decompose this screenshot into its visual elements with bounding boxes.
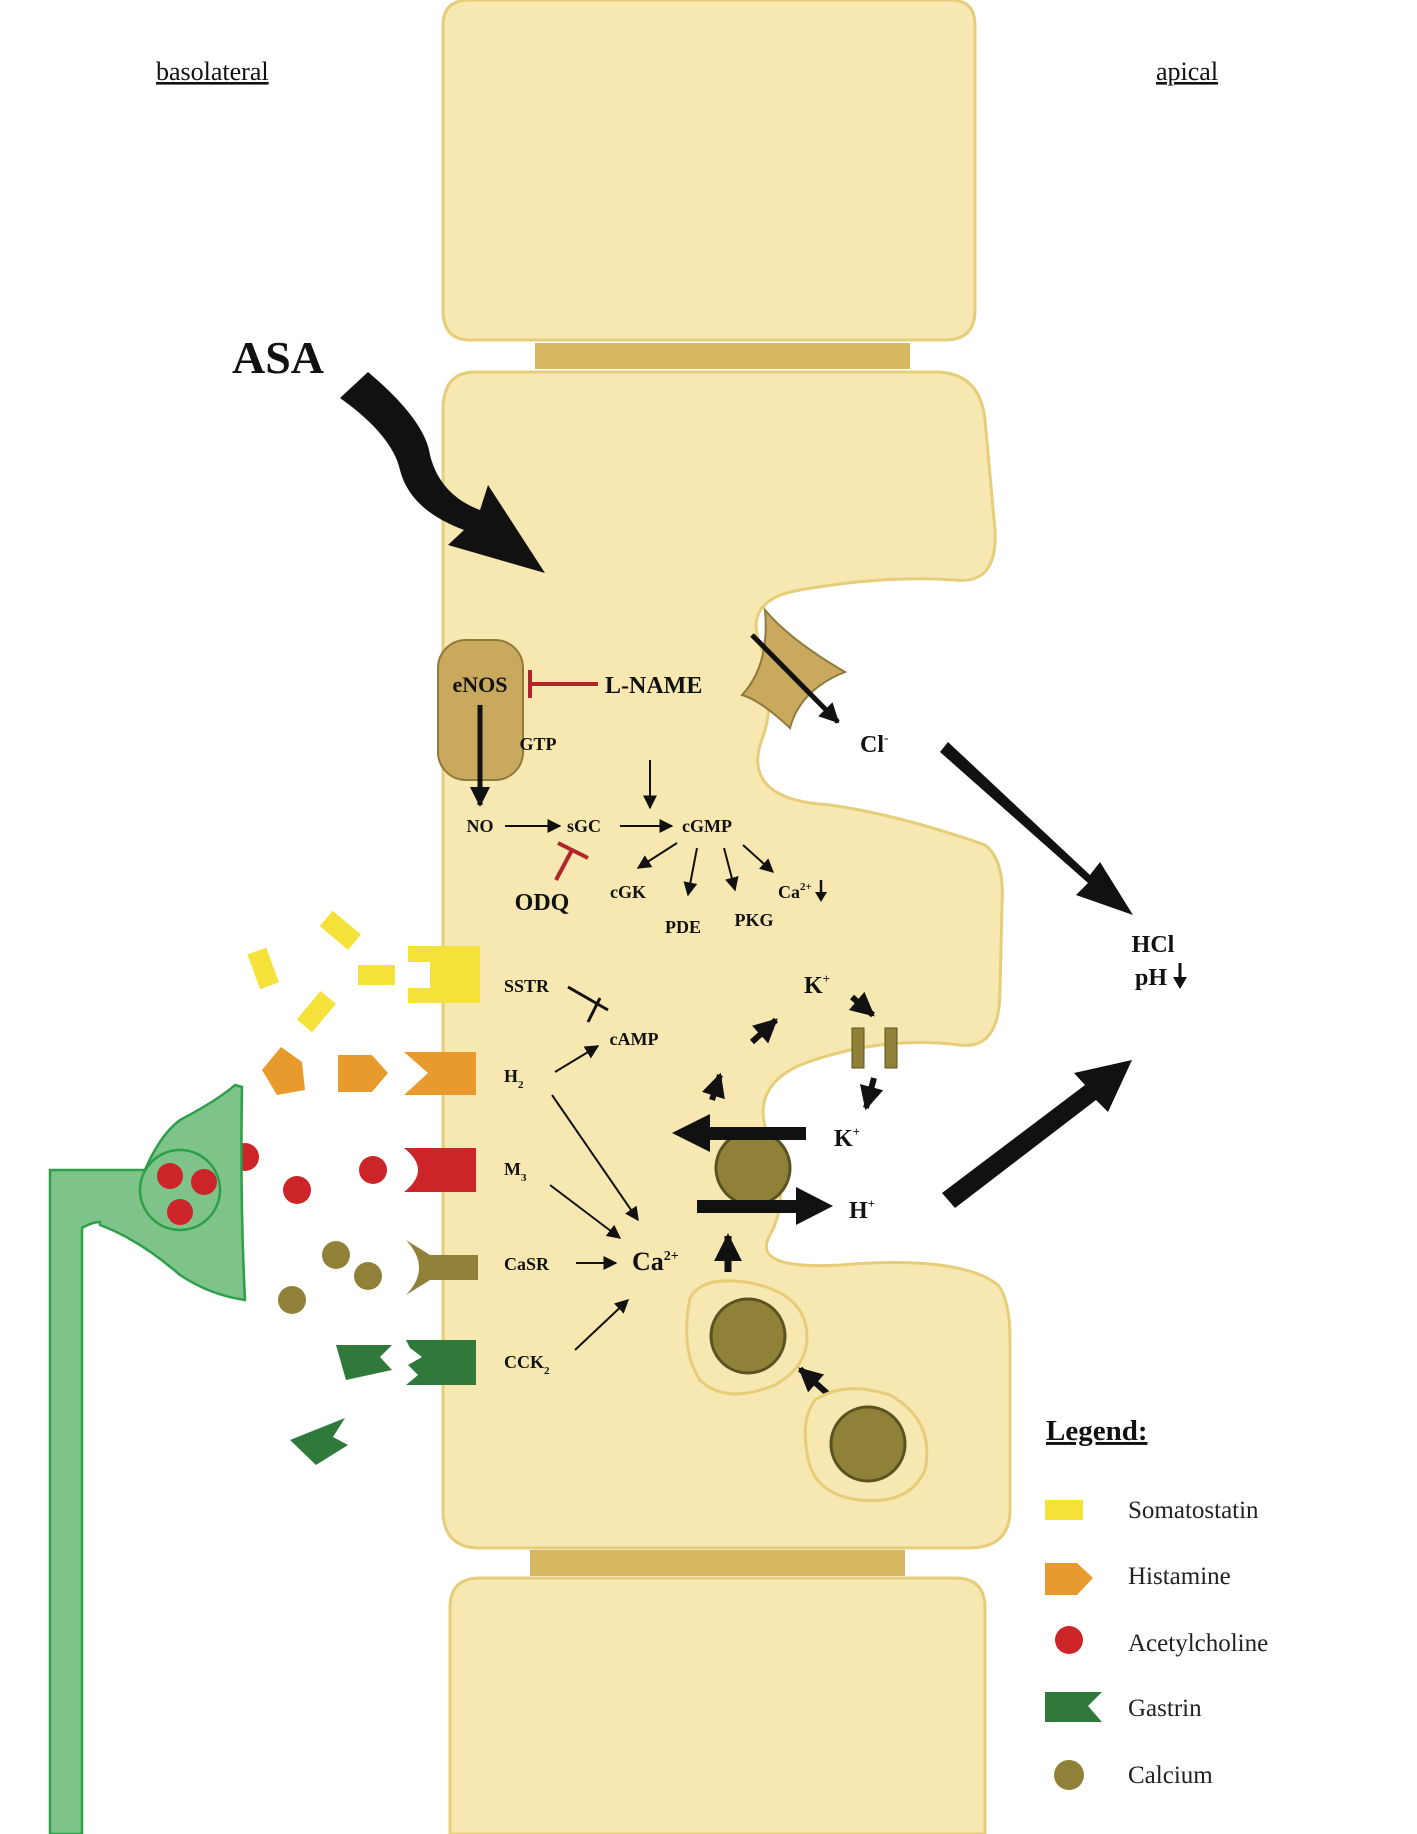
- basolateral-label: basolateral: [156, 57, 269, 86]
- apical-label: apical: [1156, 57, 1218, 86]
- legend-gastrin-label: Gastrin: [1128, 1695, 1202, 1722]
- enos-label: eNOS: [453, 672, 508, 697]
- cck2-to-ca-arrow: [574, 1299, 630, 1351]
- cgmp-to-pde-arrow: [683, 847, 698, 897]
- vesicle-pump-lower: [829, 1405, 907, 1483]
- asa-arrow: [340, 372, 545, 573]
- acetylcholine-in-vesicle: [191, 1169, 217, 1195]
- k-in-label: K+: [834, 1124, 860, 1152]
- acetylcholine-ligand: [283, 1176, 311, 1204]
- lname-label: L-NAME: [605, 673, 702, 699]
- odq-inhibit-line: [554, 849, 574, 881]
- casr-label: CaSR: [504, 1254, 550, 1274]
- gastrin-ligand: [336, 1345, 392, 1380]
- acetylcholine-in-vesicle: [157, 1163, 183, 1189]
- pde-label: PDE: [665, 917, 701, 937]
- pkg-label: PKG: [735, 910, 774, 930]
- h-out-label: H+: [849, 1196, 875, 1224]
- h2-label: H2: [504, 1066, 524, 1091]
- somatostatin-receptor: [408, 946, 480, 1003]
- lower-cell: [448, 1576, 987, 1834]
- sstr-inhibit-bar: [586, 997, 602, 1023]
- cl-to-hcl-arrow: [940, 742, 1133, 915]
- ph-label: pH: [1135, 965, 1167, 991]
- legend-gastrin-swatch: [1045, 1692, 1102, 1722]
- ca-decrease-label: Ca2+: [778, 881, 812, 902]
- ca-decrease-down-arrow-icon: [815, 880, 827, 902]
- legend-somatostatin-label: Somatostatin: [1128, 1497, 1259, 1524]
- legend-histamine-label: Histamine: [1128, 1563, 1231, 1590]
- legend-acetylcholine-label: Acetylcholine: [1128, 1630, 1268, 1657]
- k-recycle-arrow-3: [848, 991, 875, 1018]
- somatostatin-ligand: [247, 947, 279, 990]
- legend-title: Legend:: [1046, 1415, 1148, 1447]
- legend-acetylcholine-swatch: [1055, 1626, 1083, 1654]
- neuron: [48, 1083, 247, 1834]
- odq-inhibit-bar: [557, 841, 589, 860]
- calcium-ligand: [354, 1262, 382, 1290]
- cl-channel: [740, 606, 848, 730]
- m3-label: M3: [504, 1159, 527, 1184]
- no-label: NO: [467, 816, 494, 836]
- sstr-inhibit-line: [567, 985, 609, 1012]
- k-uptake-arrow: [672, 1114, 806, 1152]
- k-recycle-arrow-4: [859, 1077, 884, 1111]
- upper-junction: [535, 343, 910, 369]
- somatostatin-ligand: [296, 991, 336, 1033]
- acetylcholine-in-vesicle: [167, 1199, 193, 1225]
- h2-to-camp-arrow: [554, 1045, 600, 1073]
- cgmp-to-ca-arrow: [742, 844, 775, 873]
- cl-efflux-arrow: [750, 633, 840, 724]
- vesicle-fusion-arrow: [797, 1366, 832, 1398]
- legend-somatostatin-swatch: [1045, 1500, 1083, 1520]
- cgk-label: cGK: [610, 882, 646, 902]
- histamine-ligand: [338, 1055, 388, 1092]
- hcl-label: HCl: [1132, 932, 1175, 958]
- sstr-label: SSTR: [504, 976, 550, 996]
- histamine-ligand: [262, 1047, 305, 1095]
- gastrin-ligand: [290, 1418, 348, 1465]
- legend-calcium-swatch: [1054, 1760, 1084, 1790]
- calcium-ligand: [278, 1286, 306, 1314]
- calcium-ligand: [322, 1241, 350, 1269]
- m3-receptor: [404, 1148, 476, 1192]
- cck2-receptor: [406, 1340, 476, 1385]
- gtp-label: GTP: [519, 734, 556, 754]
- k-channel-left: [851, 1027, 865, 1069]
- h2-to-ca-arrow: [551, 1094, 639, 1222]
- lower-junction: [530, 1550, 905, 1576]
- proton-pump: [714, 1129, 792, 1207]
- h-efflux-arrow: [697, 1187, 833, 1225]
- m3-to-ca-arrow: [549, 1184, 622, 1239]
- acetylcholine-ligand: [359, 1156, 387, 1184]
- k-channel-right: [884, 1027, 898, 1069]
- cgmp-to-cgk-arrow: [636, 842, 678, 869]
- cl-label: Cl-: [860, 730, 888, 758]
- sgc-label: sGC: [567, 816, 601, 836]
- asa-label: ASA: [232, 332, 324, 383]
- vesicle-pump-upper: [709, 1297, 787, 1375]
- k-recycle-arrow-2: [749, 1017, 779, 1045]
- somatostatin-ligand: [319, 910, 361, 950]
- parietal-cell: [441, 370, 1012, 1550]
- somatostatin-ligand: [358, 965, 395, 985]
- ph-down-arrow-icon: [1173, 963, 1187, 989]
- legend-histamine-swatch: [1045, 1563, 1093, 1595]
- histamine-receptor: [404, 1052, 476, 1095]
- k-recycle-arrow-1: [701, 1072, 725, 1101]
- cgmp-label: cGMP: [682, 816, 732, 836]
- cck2-label: CCK2: [504, 1352, 550, 1377]
- casr-receptor: [406, 1240, 478, 1295]
- upper-cell: [441, 0, 977, 342]
- k-top-label: K+: [804, 971, 830, 999]
- h-to-hcl-arrow: [942, 1060, 1132, 1208]
- cgmp-to-pkg-arrow: [723, 847, 739, 892]
- camp-label: cAMP: [610, 1029, 659, 1049]
- ca-label: Ca2+: [632, 1247, 679, 1276]
- legend-calcium-label: Calcium: [1128, 1762, 1213, 1789]
- odq-label: ODQ: [515, 890, 570, 916]
